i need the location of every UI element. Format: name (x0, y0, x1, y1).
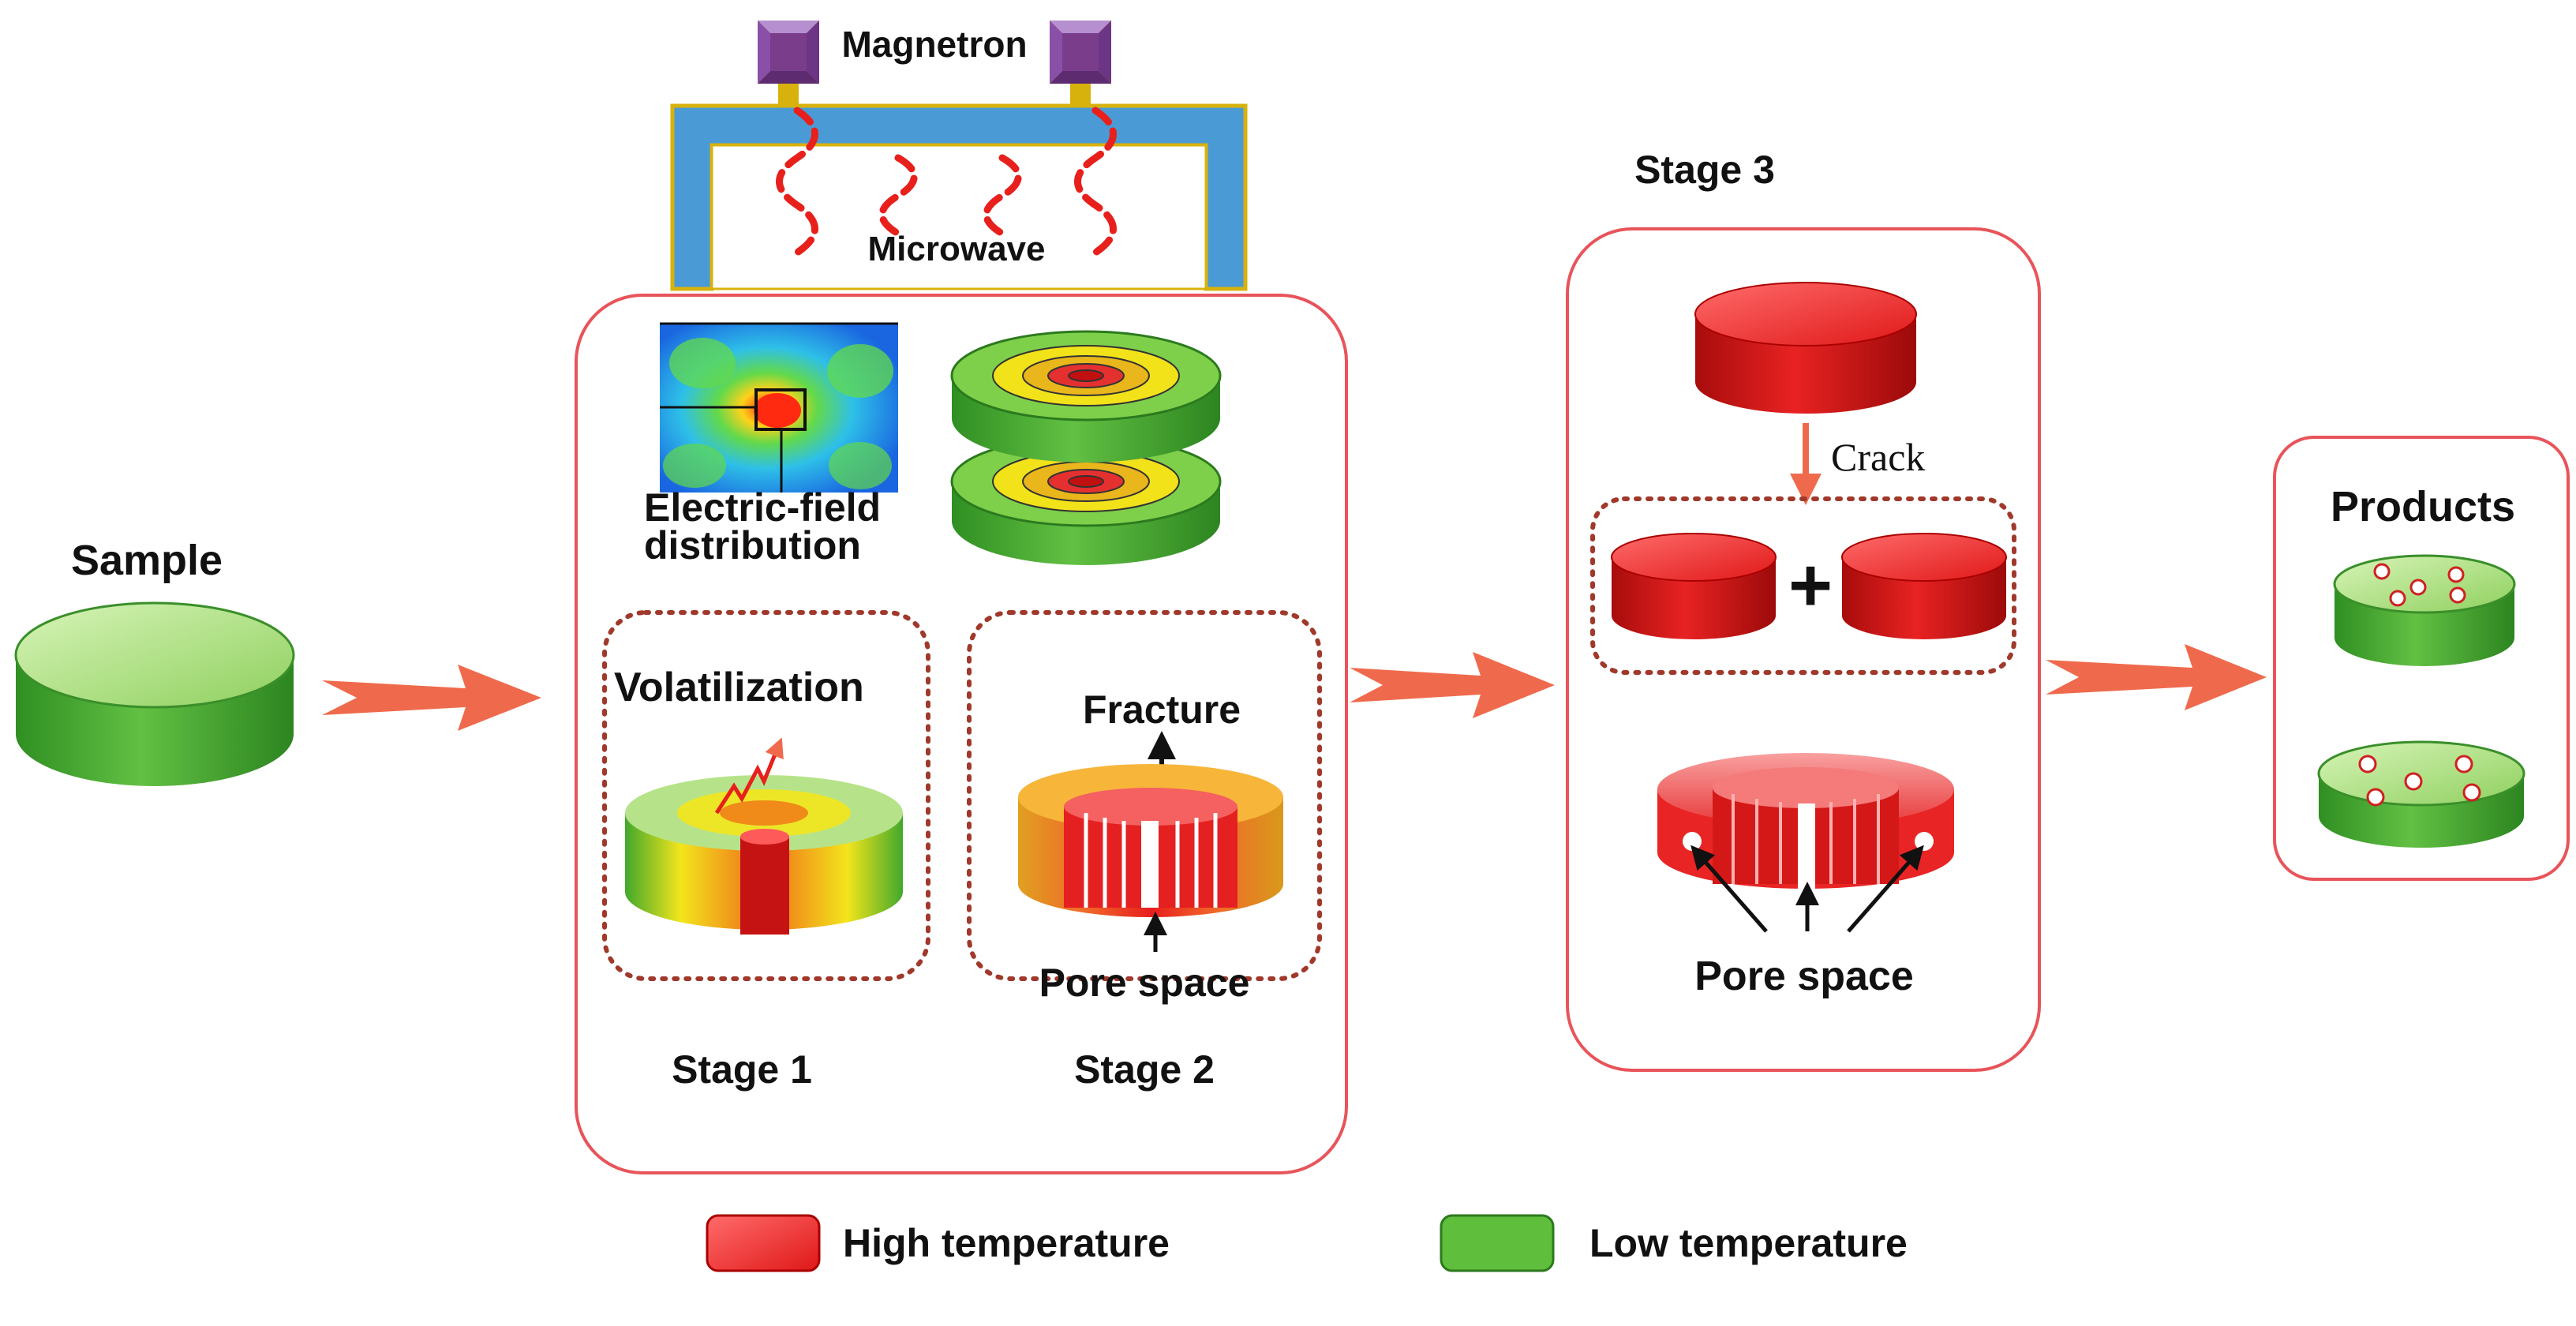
flow-arrow-1 (322, 665, 541, 731)
stage1-box (602, 610, 930, 981)
legend-high-label: High temperature (843, 1221, 1170, 1265)
heated-double-disc (950, 330, 1222, 565)
pore-space-label-stage2: Pore space (1039, 961, 1250, 1005)
flow-arrow-2 (1350, 652, 1555, 718)
product-disc-bottom (2317, 740, 2525, 848)
legend: High temperature Low temperature (706, 1214, 1908, 1272)
magnetron-left (758, 21, 819, 107)
fracture-label: Fracture (1083, 687, 1241, 732)
stage12-panel (575, 294, 1348, 1174)
magnetron-label: Magnetron (841, 24, 1027, 65)
split-box (1590, 496, 2016, 675)
split-disc-right (1841, 533, 2007, 639)
pore-arrows-stage3 (1690, 845, 1924, 933)
stage3-porous-disc (1657, 753, 1954, 889)
pore-space-label-stage3: Pore space (1694, 953, 1914, 999)
stage2-disc (1018, 764, 1283, 917)
products-panel (2273, 436, 2570, 881)
stage2-label: Stage 2 (1074, 1047, 1215, 1092)
microwave-waves (776, 107, 1117, 257)
legend-low-label: Low temperature (1589, 1221, 1908, 1265)
stage3-label: Stage 3 (1634, 148, 1775, 192)
legend-high-swatch (706, 1214, 821, 1272)
stage2-box (967, 610, 1322, 981)
products-label: Products (2331, 483, 2515, 530)
flow-arrow-3 (2046, 644, 2267, 710)
electric-field-label-line1: Electric-field (644, 485, 881, 530)
stage3-panel (1566, 227, 2041, 1072)
split-disc-left (1611, 533, 1777, 639)
volatilization-label: Volatilization (614, 665, 864, 710)
legend-low-swatch (1440, 1214, 1555, 1272)
waveguide (670, 103, 1248, 291)
sample-label: Sample (71, 537, 223, 584)
stage1-label: Stage 1 (672, 1047, 812, 1092)
plus-sign: + (1788, 543, 1833, 627)
sample-cylinder (14, 601, 295, 786)
electric-field-map (660, 322, 898, 493)
stage3-red-disc (1694, 282, 1917, 414)
magnetron-right (1050, 21, 1111, 107)
product-disc-top (2333, 554, 2516, 666)
crack-label: Crack (1831, 435, 1925, 479)
electric-field-label-line2: distribution (644, 523, 861, 567)
microwave-label: Microwave (868, 230, 1046, 268)
stage1-disc (625, 737, 903, 935)
